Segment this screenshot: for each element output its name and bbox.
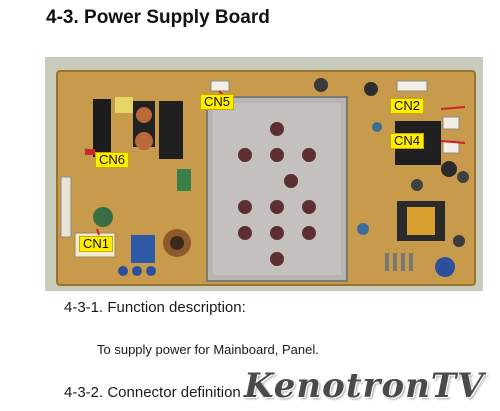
function-description-heading: 4-3-1. Function description: [64, 299, 246, 316]
right-capacitor-1 [364, 82, 378, 96]
cn5-label: CN5 [200, 94, 235, 110]
watermark: KenotronTV [244, 366, 485, 406]
small-blue-cap-3 [146, 266, 156, 276]
cn5-connector [210, 80, 230, 92]
toroidal-coil-core [170, 236, 184, 250]
right-capacitor-2 [441, 161, 457, 177]
inductor-block-left [93, 99, 111, 157]
cn2-connector [442, 116, 460, 130]
large-blue-cap [435, 257, 455, 277]
edge-connector [60, 176, 72, 238]
copper-coil-2 [135, 132, 153, 150]
right-capacitor-3 [411, 179, 423, 191]
yellow-capacitor [115, 97, 133, 113]
cn2-label: CN2 [390, 98, 425, 114]
transformer-winding [407, 207, 435, 235]
green-capacitor [93, 207, 113, 227]
copper-coil-1 [136, 107, 152, 123]
connector-definition-heading: 4-3-2. Connector definition [64, 384, 241, 401]
top-right-connector [396, 80, 428, 92]
heatsink-holes [238, 122, 316, 266]
right-capacitor-4 [457, 171, 469, 183]
green-relay [177, 169, 191, 191]
inductor-block-right [159, 101, 183, 159]
power-supply-board-photo: CN5 CN2 CN4 CN6 CN1 [45, 57, 483, 291]
right-small-cap [372, 122, 382, 132]
right-blue-cap [357, 223, 369, 235]
right-capacitor-5 [453, 235, 465, 247]
resistor-array [385, 253, 413, 271]
cn6-label: CN6 [95, 152, 130, 168]
function-description-text: To supply power for Mainboard, Panel. [97, 342, 319, 357]
small-blue-cap-1 [118, 266, 128, 276]
top-capacitor [314, 78, 328, 92]
board-illustration [45, 57, 483, 291]
cn4-label: CN4 [390, 133, 425, 149]
blue-capacitor [131, 235, 155, 263]
pcb-edge [56, 70, 476, 286]
cn1-label: CN1 [79, 236, 114, 252]
small-blue-cap-2 [132, 266, 142, 276]
page-heading: 4-3. Power Supply Board [46, 7, 270, 28]
